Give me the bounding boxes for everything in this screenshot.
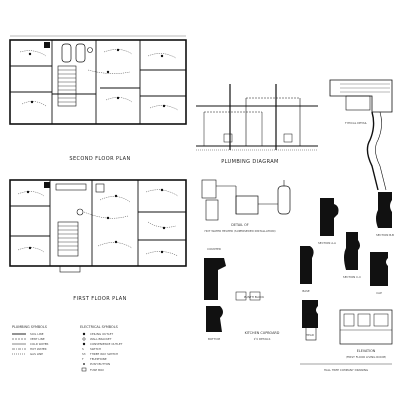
base-label: BASE	[302, 289, 310, 293]
svg-text:S3: S3	[82, 352, 86, 356]
hot-water-title-line2: HOT WATER HEATER (SUPERSEDED INSTALLATIO…	[204, 229, 275, 233]
typical-detail-label: TYPICAL DETAIL	[344, 121, 367, 125]
bottom-label: BOTTOM	[208, 337, 221, 341]
cornice-label: SECTION A-A	[318, 241, 336, 245]
hot-water-title-line1: DETAIL OF	[231, 223, 249, 227]
elevation-detail: ELEVATION (FIRST FLOOR LIVING ROOM)	[305, 309, 393, 359]
head-profile: HEAD	[302, 300, 318, 337]
plumbing-legend-title: PLUMBING SYMBOLS	[12, 325, 47, 329]
legend-item: CONVENIENCE OUTLET	[90, 342, 123, 346]
trim-b-label: SECTION B-B	[376, 233, 394, 237]
legend-item: CEILING OUTLET	[90, 332, 113, 336]
first-floor-chimney-mark	[44, 182, 50, 188]
second-floor-bath-fixtures	[61, 43, 93, 63]
electrical-legend-items: CEILING OUTLET WALL BRACKET CONVENIENCE …	[81, 332, 123, 372]
legend-item: GAS LINE	[30, 352, 43, 356]
kitchen-title-line1: KITCHEN CUPBOARD	[245, 331, 280, 335]
second-floor-plan-title: SECOND FLOOR PLAN	[69, 156, 130, 162]
legend-item: COLD WATER	[30, 342, 49, 346]
legend-item: HOT WATER	[30, 347, 47, 351]
svg-text:T: T	[81, 357, 84, 361]
typical-section-detail: TYPICAL DETAIL	[329, 79, 393, 191]
elevation-title-line2: (FIRST FLOOR LIVING ROOM)	[346, 355, 386, 359]
chimney-mark	[44, 42, 50, 48]
cap-label: CAP	[376, 291, 382, 295]
legend-item: VENT LINE	[30, 337, 45, 341]
legend-block: PLUMBING SYMBOLS SOIL LINE VENT LINE COL…	[12, 325, 123, 372]
jamb-profile: BOTTOM	[206, 306, 223, 341]
legend-item: TELEPHONE	[89, 357, 107, 361]
title-stamp: HALL TREE COMPANY DRAWING	[300, 363, 392, 372]
hot-water-heater-detail: DETAIL OF HOT WATER HEATER (SUPERSEDED I…	[201, 179, 291, 233]
cornice-profile: SECTION A-A	[318, 198, 339, 245]
legend-item: PUSH BUTTON	[90, 362, 110, 366]
legend-item: SOIL LINE	[30, 332, 44, 336]
legend-item: SWITCH	[90, 347, 101, 351]
first-floor-kitchen-fixtures	[55, 183, 105, 216]
sill-profile: COUNTER PLINTH BLOCK	[204, 247, 264, 300]
second-floor-plan: SECOND FLOOR PLAN	[9, 35, 187, 162]
front-porch	[59, 265, 81, 273]
first-floor-outlets	[26, 188, 166, 254]
second-floor-stair	[57, 65, 77, 107]
sill-label: COUNTER	[207, 247, 221, 251]
trim-profile-c: SECTION C-C	[343, 232, 361, 279]
legend-item: WALL BRACKET	[90, 337, 112, 341]
first-floor-plan-title: FIRST FLOOR PLAN	[73, 296, 127, 302]
kitchen-title-line2: 1½ DETAILS	[254, 337, 271, 341]
legend-item: THREE WAY SWITCH	[89, 352, 118, 356]
head-label: HEAD	[306, 333, 314, 337]
first-floor-stair	[57, 221, 79, 257]
plumbing-legend-items: SOIL LINE VENT LINE COLD WATER HOT WATER…	[12, 332, 49, 356]
svg-text:S: S	[82, 347, 84, 351]
trim-c-label: SECTION C-C	[343, 275, 361, 279]
plumbing-diagram-title: PLUMBING DIAGRAM	[221, 159, 279, 165]
kitchen-cupboard-detail: KITCHEN CUPBOARD 1½ DETAILS	[235, 291, 280, 341]
molding-profiles: TYPICAL DETAIL SECTION A-A SECTION B-B S…	[204, 79, 394, 341]
legend-item: FUSE BOX	[90, 368, 104, 372]
second-floor-wiring	[19, 49, 179, 111]
plinth-label: PLINTH BLOCK	[244, 295, 264, 299]
first-floor-wiring	[17, 189, 179, 257]
first-floor-plan: FIRST FLOOR PLAN	[9, 179, 187, 302]
second-floor-outlets	[28, 48, 166, 108]
stamp-text: HALL TREE COMPANY DRAWING	[324, 368, 368, 372]
electrical-legend-title: ELECTRICAL SYMBOLS	[80, 325, 118, 329]
base-profile: BASE	[300, 246, 314, 293]
plumbing-diagram: PLUMBING DIAGRAM	[196, 84, 318, 165]
cap-profile: CAP	[370, 252, 388, 295]
trim-profile-b: SECTION B-B	[376, 192, 394, 237]
elevation-title-line1: ELEVATION	[357, 349, 376, 353]
